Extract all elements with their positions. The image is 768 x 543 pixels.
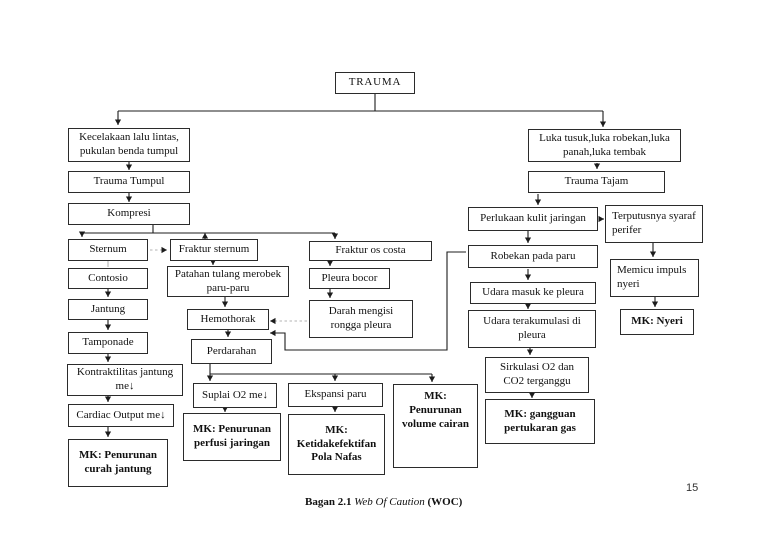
arrowhead-28 (326, 260, 334, 266)
arrowhead-10 (201, 233, 209, 239)
node-mk-nyeri: MK: Nyeri (620, 309, 694, 335)
arrowhead-27 (331, 406, 339, 412)
arrowhead-41 (651, 301, 659, 307)
node-patahan-tulang: Patahan tulang merobek paru-paru (167, 266, 289, 297)
node-perlukaan-kulit: Perlukaan kulit jaringan (468, 207, 598, 231)
node-darah-mengisi: Darah mengisi rongga pleura (309, 300, 413, 338)
caption-title: Web Of Caution (354, 496, 425, 508)
arrowhead-29 (326, 292, 334, 298)
node-perdarahan: Perdarahan (191, 339, 272, 364)
node-hemothorak: Hemothorak (187, 309, 269, 330)
node-ekspansi-paru: Ekspansi paru (288, 383, 383, 407)
caption-suffix: (WOC) (427, 496, 463, 508)
node-terputusnya-syaraf: Terputusnya syaraf perifer (605, 205, 703, 243)
arrowhead-36 (524, 274, 532, 280)
arrowhead-37 (524, 303, 532, 309)
arrowhead-31 (270, 329, 276, 337)
node-contosio: Contosio (68, 268, 148, 289)
node-sirkulasi-o2: Sirkulasi O2 dan CO2 terganggu (485, 357, 589, 393)
node-mk-curah-jantung: MK: Penurunan curah jantung (68, 439, 168, 487)
node-pleura-bocor: Pleura bocor (309, 268, 390, 289)
node-robekan-paru: Robekan pada paru (468, 245, 598, 268)
arrowhead-35 (524, 237, 532, 243)
node-kecelakaan: Kecelakaan lalu lintas, pukulan benda tu… (68, 128, 190, 162)
caption-label: Bagan 2.1 (305, 496, 352, 508)
arrowhead-30 (270, 317, 276, 325)
node-mk-perfusi-jaringan: MK: Penurunan perfusi jaringan (183, 413, 281, 461)
arrowhead-25 (428, 376, 436, 382)
node-kompresi: Kompresi (68, 203, 190, 225)
arrowhead-2 (114, 119, 122, 125)
arrowhead-39 (528, 392, 536, 398)
node-jantung: Jantung (68, 299, 148, 320)
node-trauma-tumpul: Trauma Tumpul (68, 171, 190, 193)
arrowhead-23 (206, 375, 214, 381)
node-udara-masuk: Udara masuk ke pleura (470, 282, 596, 304)
arrowhead-32 (593, 163, 601, 169)
arrowhead-19 (221, 301, 229, 307)
figure-caption: Bagan 2.1 Web Of Caution (WOC) (305, 496, 462, 508)
node-cardiac-output: Cardiac Output me↓ (68, 404, 174, 427)
node-suplai-o2: Suplai O2 me↓ (193, 383, 277, 408)
node-luka-tusuk: Luka tusuk,luka robekan,luka panah,luka … (528, 129, 681, 162)
node-fraktur-sternum: Fraktur sternum (170, 239, 258, 261)
node-mk-pola-nafas: MK: Ketidakefektifan Pola Nafas (288, 414, 385, 475)
arrowhead-20 (224, 331, 232, 337)
arrowhead-12 (104, 291, 112, 297)
arrowhead-33 (534, 199, 542, 205)
node-kontraktilitas: Kontraktilitas jantung me↓ (67, 364, 183, 396)
node-sternum: Sternum (68, 239, 148, 261)
arrowhead-17 (161, 246, 167, 254)
node-trauma-tajam: Trauma Tajam (528, 171, 665, 193)
node-trauma: TRAUMA (335, 72, 415, 94)
node-tamponade: Tamponade (68, 332, 148, 354)
arrowhead-40 (649, 251, 657, 257)
arrowhead-14 (104, 356, 112, 362)
arrowhead-4 (125, 164, 133, 170)
arrowhead-38 (526, 349, 534, 355)
edge-31 (270, 251, 466, 351)
arrowhead-8 (78, 231, 86, 237)
arrowhead-24 (331, 375, 339, 381)
node-memicu-impuls: Memicu impuls nyeri (610, 259, 699, 297)
arrowhead-9 (331, 233, 339, 239)
arrowhead-16 (104, 431, 112, 437)
node-fraktur-os-costa: Fraktur os costa (309, 241, 432, 261)
arrowhead-3 (599, 121, 607, 127)
node-mk-volume-cairan: MK: Penurunan volume cairan (393, 384, 478, 468)
arrowhead-34 (598, 215, 604, 223)
node-udara-terakumulasi: Udara terakumulasi di pleura (468, 310, 596, 348)
node-mk-pertukaran-gas: MK: gangguan pertukaran gas (485, 399, 595, 444)
arrowhead-15 (104, 396, 112, 402)
page-number: 15 (686, 482, 699, 494)
arrowhead-13 (104, 324, 112, 330)
arrowhead-5 (125, 196, 133, 202)
